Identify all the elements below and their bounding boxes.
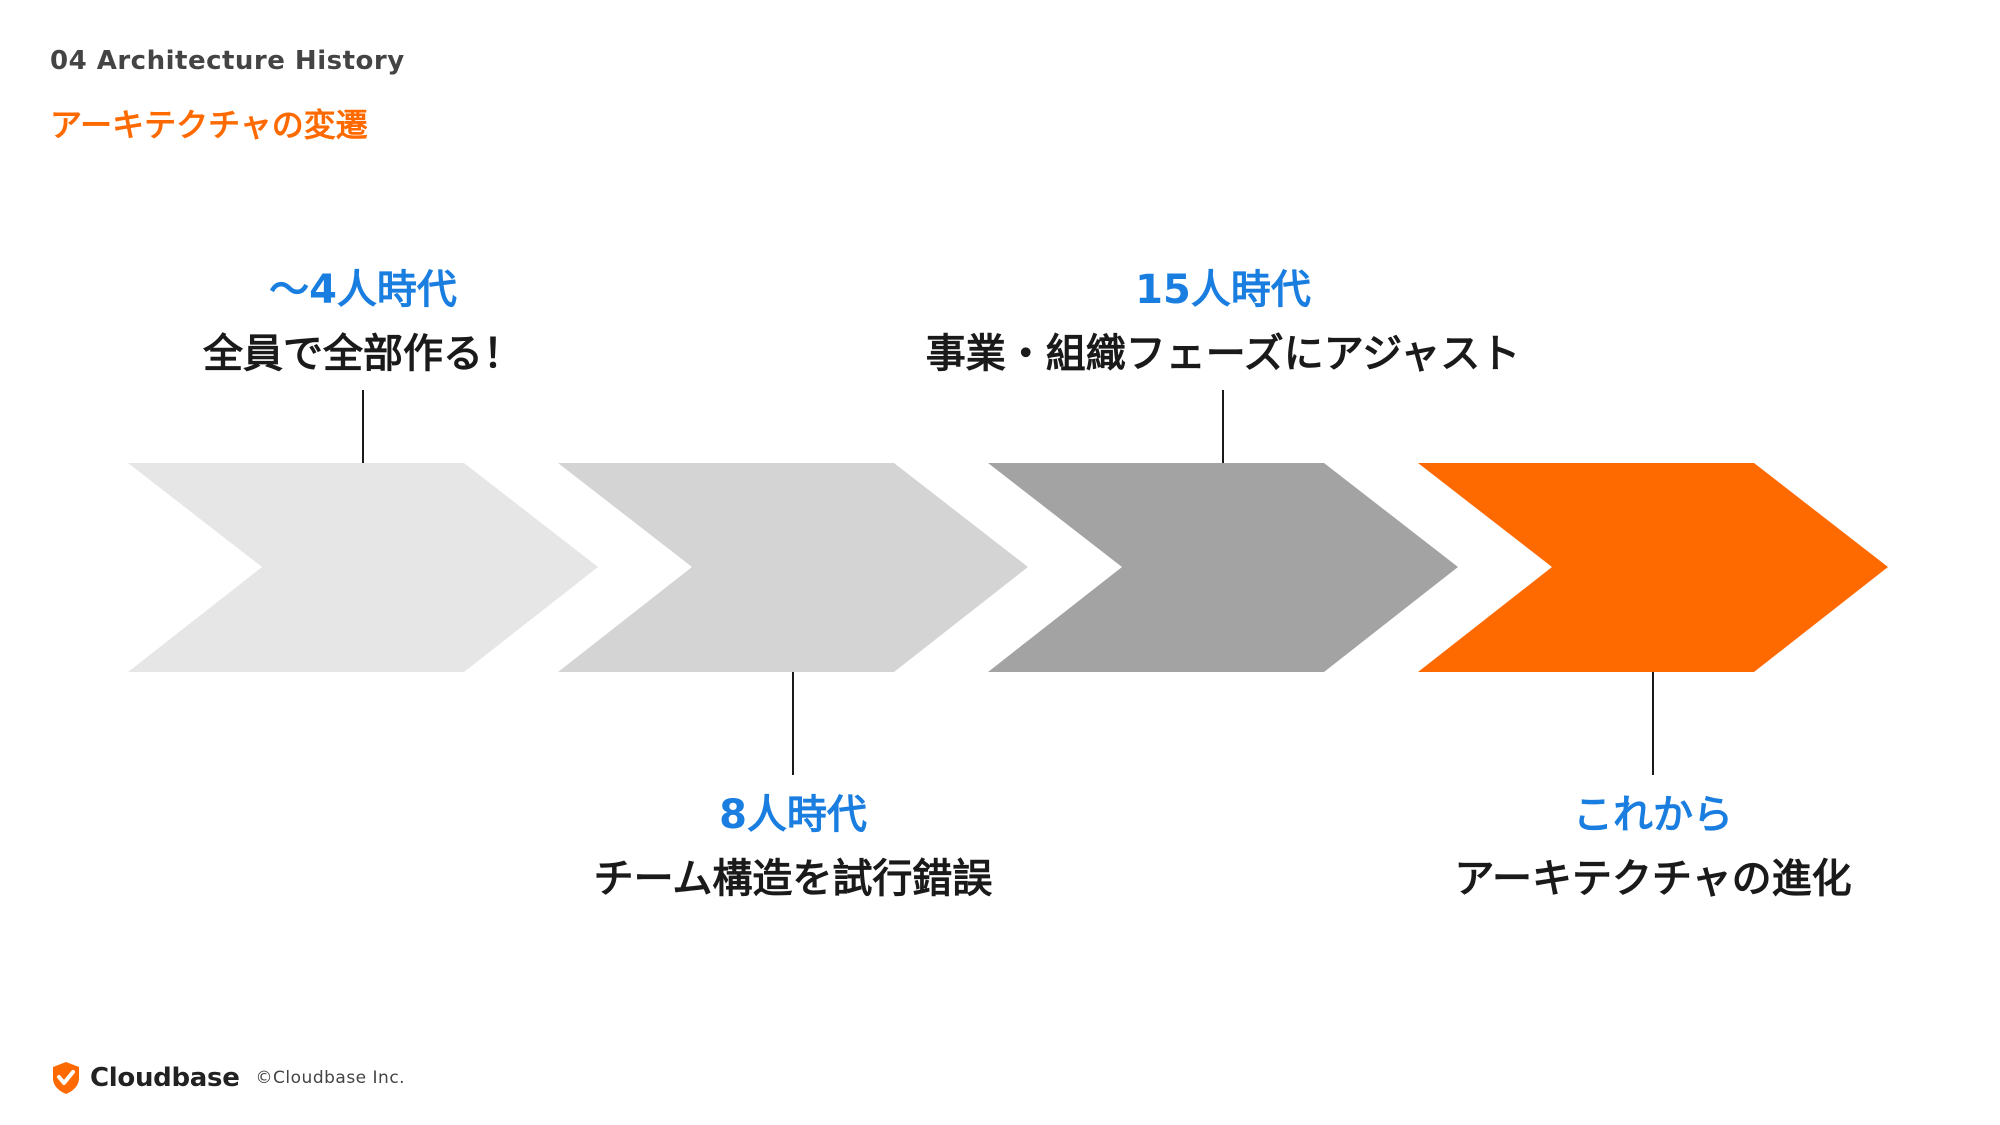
stage-2-description: チーム構造を試行錯誤 [593,856,993,902]
stage-1-era: 〜4人時代 [269,267,457,313]
stage-1-description: 全員で全部作る！ [203,331,523,377]
stage-2-label: 8人時代 チーム構造を試行錯誤 [443,783,1143,911]
chevron-stage-1 [128,463,598,672]
logo-text: Cloudbase [90,1063,240,1093]
stage-4-era: これから [1573,792,1733,838]
chevron-stage-2 [558,463,1028,672]
copyright: ©Cloudbase Inc. [255,1068,406,1088]
chevron-stage-3 [988,463,1458,672]
stage-2-era: 8人時代 [719,792,867,838]
page-title: アーキテクチャの変遷 [50,106,368,144]
stage-4-description: アーキテクチャの進化 [1454,856,1852,902]
footer: Cloudbase ©Cloudbase Inc. [50,1058,405,1098]
section-label: 04 Architecture History [50,46,405,76]
stage-3-era: 15人時代 [1135,267,1311,313]
stage-3-description: 事業・組織フェーズにアジャスト [925,331,1521,377]
cloudbase-shield-check-icon [53,1062,79,1094]
stage-4-label: これから アーキテクチャの進化 [1303,783,2000,911]
stage-3-label: 15人時代 事業・組織フェーズにアジャスト [873,258,1573,386]
chevron-stage-4 [1418,463,1888,672]
stage-1-label: 〜4人時代 全員で全部作る！ [13,258,713,386]
